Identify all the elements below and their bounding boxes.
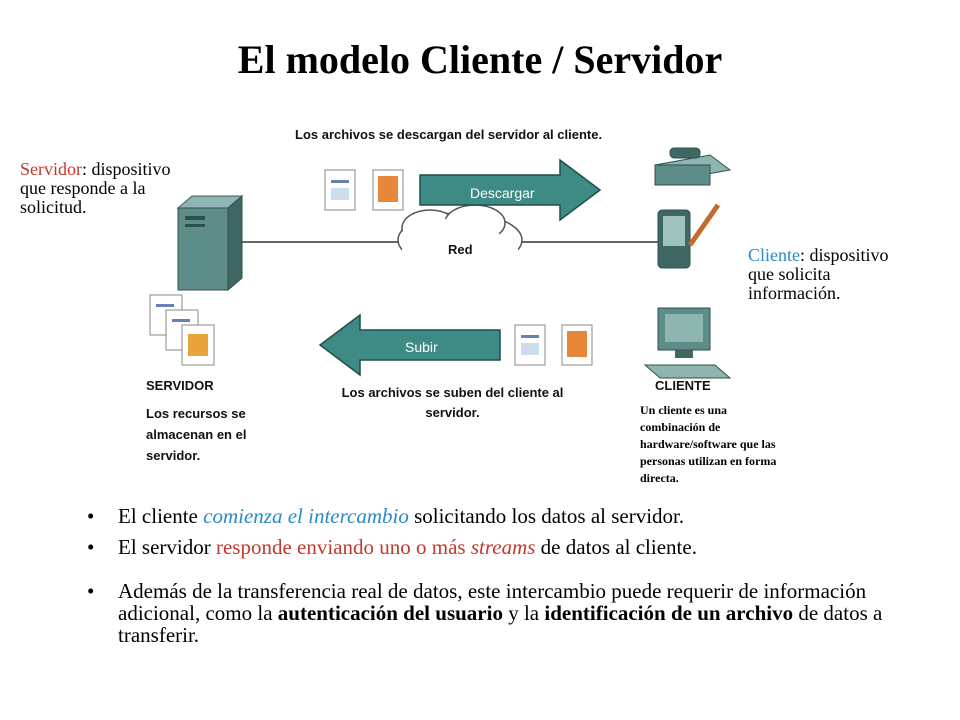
client-caption-line-2: combinación de: [640, 420, 721, 434]
upload-arrow-icon: [318, 313, 501, 377]
client-caption-line-1: Un cliente es una: [640, 403, 727, 417]
download-files-icon: [324, 169, 404, 211]
client-label: CLIENTE: [655, 378, 711, 393]
upload-caption-line-1: Los archivos se suben del cliente al: [341, 385, 564, 400]
server-caption-line-1: Los recursos se: [146, 406, 246, 421]
upload-arrow-label: Subir: [405, 339, 438, 355]
download-arrow-label: Descargar: [470, 185, 535, 201]
bullet-bold-auth: autenticación del usuario: [277, 601, 503, 625]
page-title: El modelo Cliente / Servidor: [237, 37, 723, 82]
client-caption: Un cliente es una combinación de hardwar…: [640, 402, 776, 487]
bullet-bold-file: identificación de un archivo: [544, 601, 794, 625]
server-definition-line-2: que responde a la: [20, 178, 146, 198]
server-term: Servidor: [20, 159, 82, 179]
client-caption-line-3: hardware/software que las: [640, 437, 776, 451]
network-label: Red: [448, 242, 473, 257]
client-term: Cliente: [748, 245, 800, 265]
upload-caption-line-2: servidor.: [425, 405, 480, 420]
upload-files-icon: [514, 324, 593, 366]
server-caption-line-3: servidor.: [146, 448, 201, 463]
bullet-list: El cliente comienza el intercambio solic…: [82, 505, 892, 655]
server-label: SERVIDOR: [146, 378, 214, 393]
network-cloud-icon: [397, 204, 523, 270]
server-definition-line-1: : dispositivo: [82, 159, 171, 179]
client-caption-line-4: personas utilizan en forma: [640, 454, 777, 468]
client-definition: Cliente: dispositivo que solicita inform…: [748, 246, 889, 303]
server-definition: Servidor: dispositivo que responde a la …: [20, 160, 171, 217]
server-tower-icon: [176, 194, 244, 292]
server-definition-line-3: solicitud.: [20, 197, 87, 217]
bullet-item-3: Además de la transferencia real de datos…: [82, 580, 892, 646]
bullet-emphasis: responde enviando uno o más: [215, 535, 471, 559]
client-definition-line-3: información.: [748, 283, 841, 303]
bullet-emphasis: comienza el intercambio: [203, 504, 409, 528]
client-definition-line-2: que solicita: [748, 264, 831, 284]
server-caption-line-2: almacenan en el: [146, 427, 247, 442]
download-caption: Los archivos se descargan del servidor a…: [295, 127, 603, 142]
client-caption-line-5: directa.: [640, 471, 679, 485]
upload-caption: Los archivos se suben del cliente al ser…: [335, 383, 570, 423]
bullet-item-1: El cliente comienza el intercambio solic…: [82, 505, 892, 527]
client-computer-icon: [643, 307, 732, 379]
download-arrow-icon: [419, 158, 602, 222]
client-server-diagram: [149, 147, 732, 379]
bullet-emphasis-streams: streams: [470, 535, 536, 559]
pda-icon: [657, 203, 721, 269]
server-documents-icon: [149, 294, 215, 366]
ip-phone-icon: [653, 147, 732, 186]
server-caption: Los recursos se almacenan en el servidor…: [146, 403, 246, 466]
bullet-item-2: El servidor responde enviando uno o más …: [82, 536, 892, 558]
client-definition-line-1: : dispositivo: [800, 245, 889, 265]
